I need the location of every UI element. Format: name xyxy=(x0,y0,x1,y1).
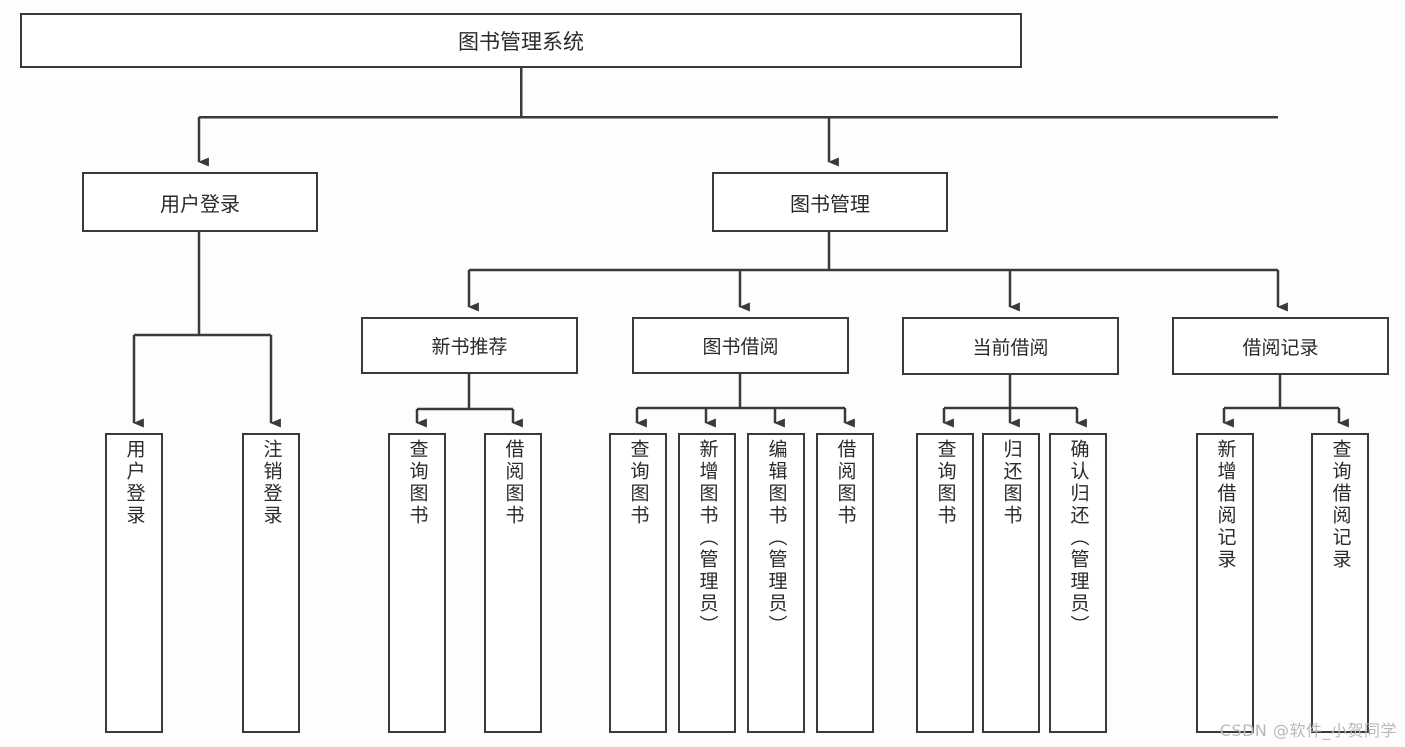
leaf-book-borrow-query-book[interactable]: 查询图书 xyxy=(609,433,667,733)
node-borrow-record[interactable]: 借阅记录 xyxy=(1172,317,1389,375)
leaf-label: 查询借阅记录 xyxy=(1329,439,1352,571)
leaf-label: 注销登录 xyxy=(260,439,283,527)
node-book-management[interactable]: 图书管理 xyxy=(712,172,948,232)
node-book-borrow[interactable]: 图书借阅 xyxy=(632,317,849,374)
leaf-label: 新增图书（管理员） xyxy=(696,439,719,637)
leaf-new-book-borrow-book[interactable]: 借阅图书 xyxy=(484,433,542,733)
leaf-book-borrow-edit-book[interactable]: 编辑图书（管理员） xyxy=(747,433,805,733)
node-user-login-label: 用户登录 xyxy=(160,191,240,216)
node-current-borrow[interactable]: 当前借阅 xyxy=(902,317,1119,375)
leaf-label: 查询图书 xyxy=(934,439,957,527)
leaf-current-borrow-query-book[interactable]: 查询图书 xyxy=(916,433,974,733)
leaf-label: 编辑图书（管理员） xyxy=(765,439,788,637)
node-root[interactable]: 图书管理系统 xyxy=(20,13,1022,68)
leaf-label: 归还图书 xyxy=(1000,439,1023,527)
leaf-current-borrow-confirm-return[interactable]: 确认归还（管理员） xyxy=(1049,433,1107,733)
leaf-book-borrow-borrow-book[interactable]: 借阅图书 xyxy=(816,433,874,733)
node-user-login[interactable]: 用户登录 xyxy=(82,172,318,232)
leaf-current-borrow-return-book[interactable]: 归还图书 xyxy=(982,433,1040,733)
leaf-label: 查询图书 xyxy=(406,439,429,527)
leaf-new-book-query-book[interactable]: 查询图书 xyxy=(388,433,446,733)
node-book-management-label: 图书管理 xyxy=(790,191,870,216)
node-book-borrow-label: 图书借阅 xyxy=(702,336,779,358)
leaf-book-borrow-add-book[interactable]: 新增图书（管理员） xyxy=(678,433,736,733)
leaf-borrow-record-query-record[interactable]: 查询借阅记录 xyxy=(1311,433,1369,733)
node-new-book-recommend[interactable]: 新书推荐 xyxy=(361,317,578,374)
leaf-label: 借阅图书 xyxy=(502,439,525,527)
node-root-label: 图书管理系统 xyxy=(458,29,584,54)
leaf-user-login-logout[interactable]: 注销登录 xyxy=(242,433,300,733)
leaf-label: 新增借阅记录 xyxy=(1214,439,1237,571)
node-current-borrow-label: 当前借阅 xyxy=(972,336,1049,359)
node-borrow-record-label: 借阅记录 xyxy=(1242,336,1319,359)
leaf-label: 借阅图书 xyxy=(834,439,857,527)
leaf-label: 查询图书 xyxy=(627,439,650,527)
leaf-user-login-login[interactable]: 用户登录 xyxy=(105,433,163,733)
leaf-label: 用户登录 xyxy=(123,439,146,527)
node-new-book-recommend-label: 新书推荐 xyxy=(431,336,508,358)
csdn-watermark: CSDN @软件_小贺同学 xyxy=(1219,721,1397,740)
leaf-label: 确认归还（管理员） xyxy=(1067,439,1090,637)
leaf-borrow-record-add-record[interactable]: 新增借阅记录 xyxy=(1196,433,1254,733)
